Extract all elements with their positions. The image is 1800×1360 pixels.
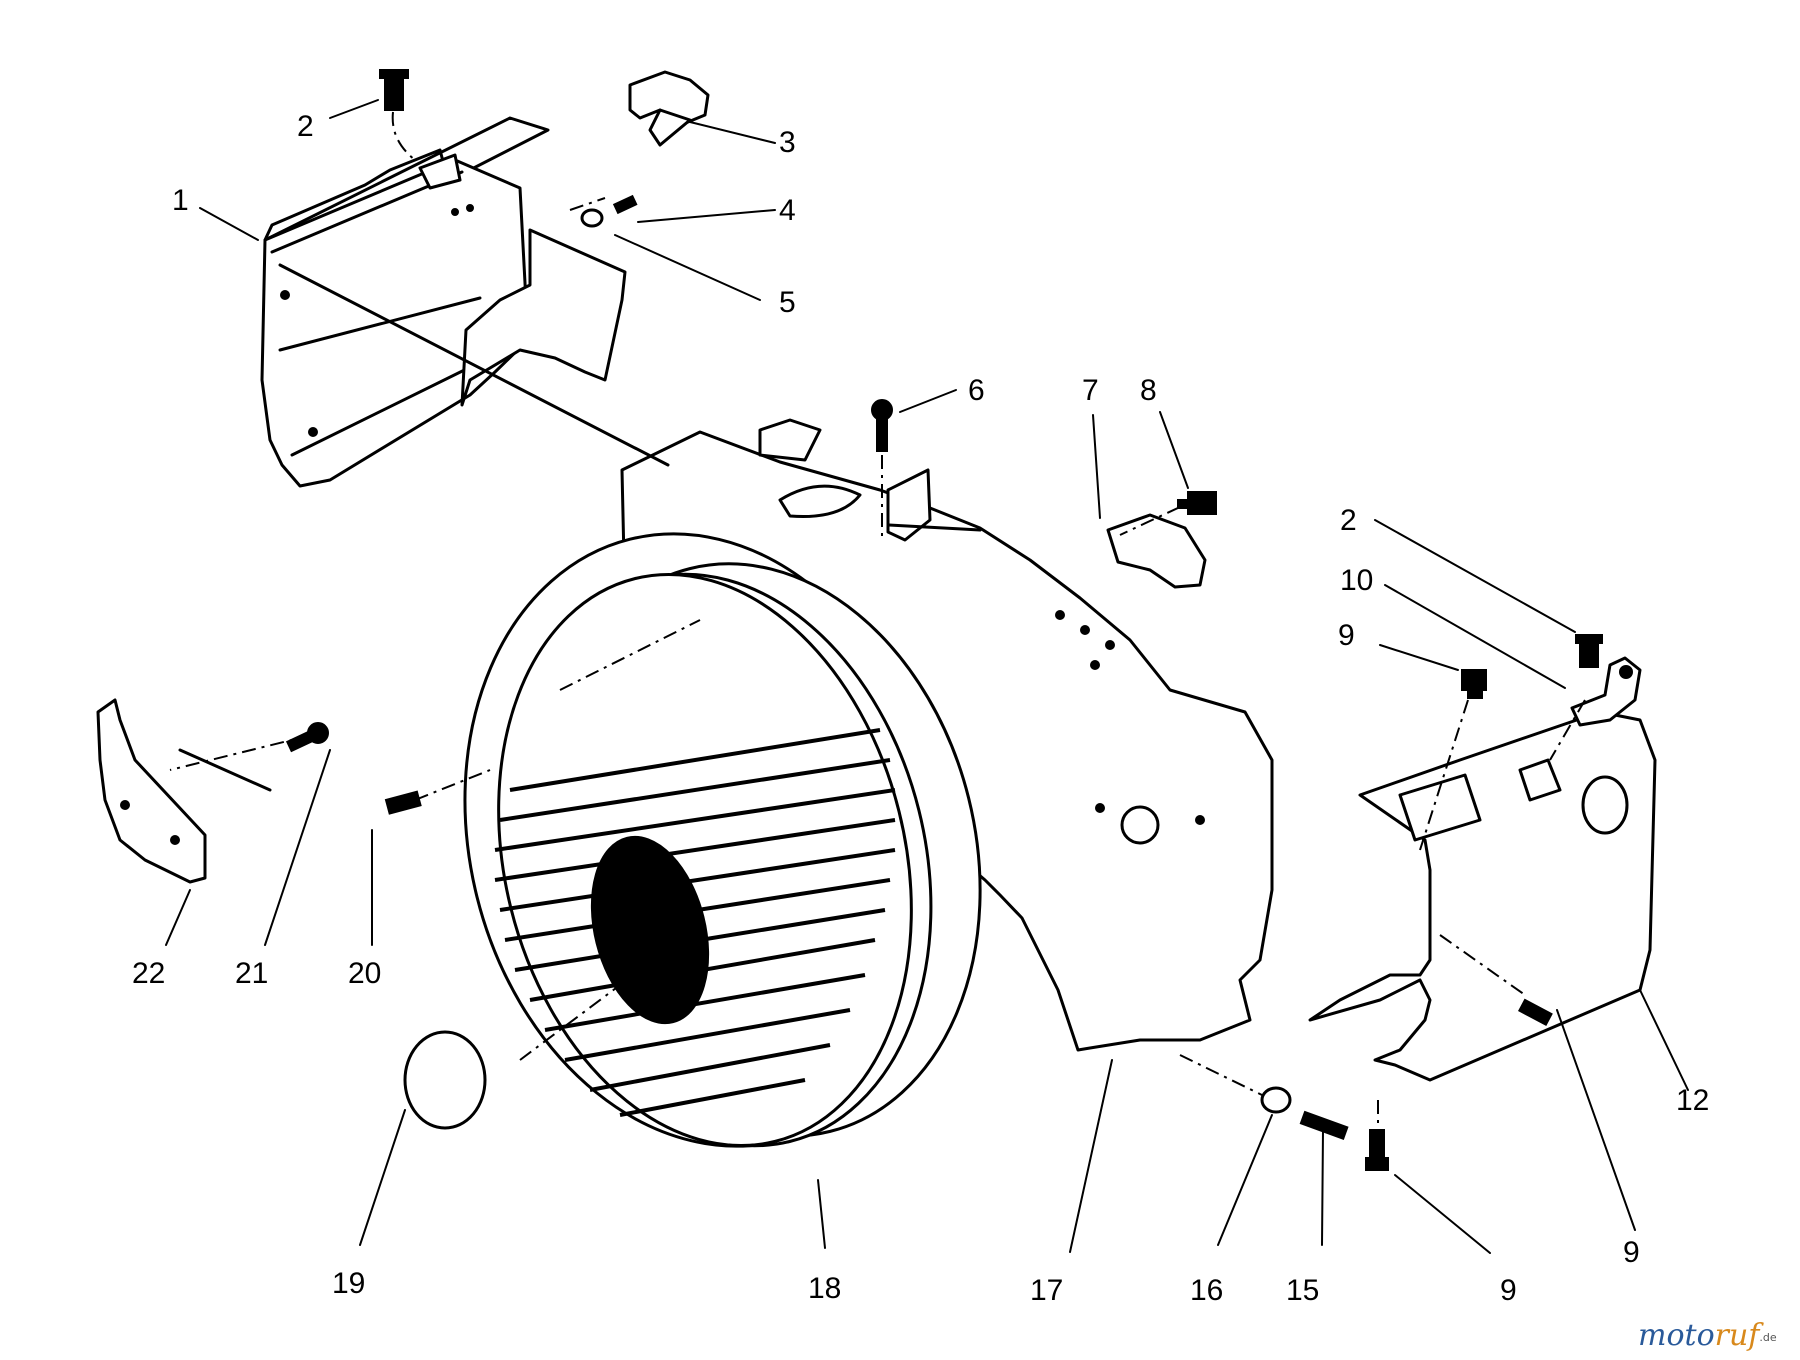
part-4-screw	[612, 194, 638, 215]
part-1-upper-shroud	[260, 116, 627, 488]
callout-15: 15	[1286, 1274, 1319, 1307]
watermark-part1: moto	[1638, 1318, 1715, 1353]
callout-16: 16	[1190, 1274, 1223, 1307]
part-2-screw-top	[379, 69, 409, 111]
watermark-part2: ruf	[1715, 1318, 1765, 1353]
part-22-bracket	[96, 698, 272, 884]
assembly-lines	[169, 111, 1586, 1130]
callout-12: 12	[1676, 1084, 1709, 1117]
part-9-screw-upper	[1461, 669, 1487, 699]
part-6-screw	[871, 399, 893, 452]
callout-5: 5	[779, 286, 796, 319]
callout-2-right: 2	[1340, 504, 1357, 537]
svg-text:motoruf.de: motoruf.de	[1638, 1318, 1777, 1353]
part-19-cap	[403, 1030, 487, 1130]
callout-3: 3	[779, 126, 796, 159]
part-20-screw	[384, 790, 422, 815]
part-12-right-shroud	[1308, 710, 1657, 1082]
callout-9-upper: 9	[1338, 619, 1355, 652]
callout-6: 6	[968, 374, 985, 407]
part-15-screw	[1299, 1110, 1349, 1140]
part-8-bolt	[1177, 491, 1217, 515]
callout-1: 1	[172, 184, 189, 217]
callout-10: 10	[1340, 564, 1373, 597]
callout-4: 4	[779, 194, 796, 227]
callout-20: 20	[348, 957, 381, 990]
callout-17: 17	[1030, 1274, 1063, 1307]
callout-8: 8	[1140, 374, 1157, 407]
part-7-clamp	[1106, 513, 1207, 589]
watermark-logo: motoruf.de	[1638, 1318, 1777, 1353]
callout-21: 21	[235, 957, 268, 990]
part-5-washer	[580, 208, 604, 228]
watermark-suffix: .de	[1759, 1331, 1776, 1344]
callout-18: 18	[808, 1272, 841, 1305]
leader-lines	[165, 99, 1689, 1254]
part-10-bracket	[1570, 656, 1642, 727]
callout-9-side: 9	[1623, 1236, 1640, 1269]
callout-22: 22	[132, 957, 165, 990]
part-16-washer	[1260, 1086, 1292, 1114]
callout-9-lower: 9	[1500, 1274, 1517, 1307]
part-18-fan-grille	[463, 532, 982, 1148]
part-2-screw-right	[1575, 634, 1603, 668]
callout-labels: 1 2 3 4 5 6 7 8 2 10 9 12 9 9 15 16 17 1…	[132, 110, 1709, 1307]
part-3-clamp	[628, 70, 710, 147]
callout-2-top: 2	[297, 110, 314, 143]
part-9-screw-lower	[1365, 1129, 1389, 1171]
callout-7: 7	[1082, 374, 1099, 407]
part-9-screw-side	[1518, 998, 1553, 1027]
callout-19: 19	[332, 1267, 365, 1300]
